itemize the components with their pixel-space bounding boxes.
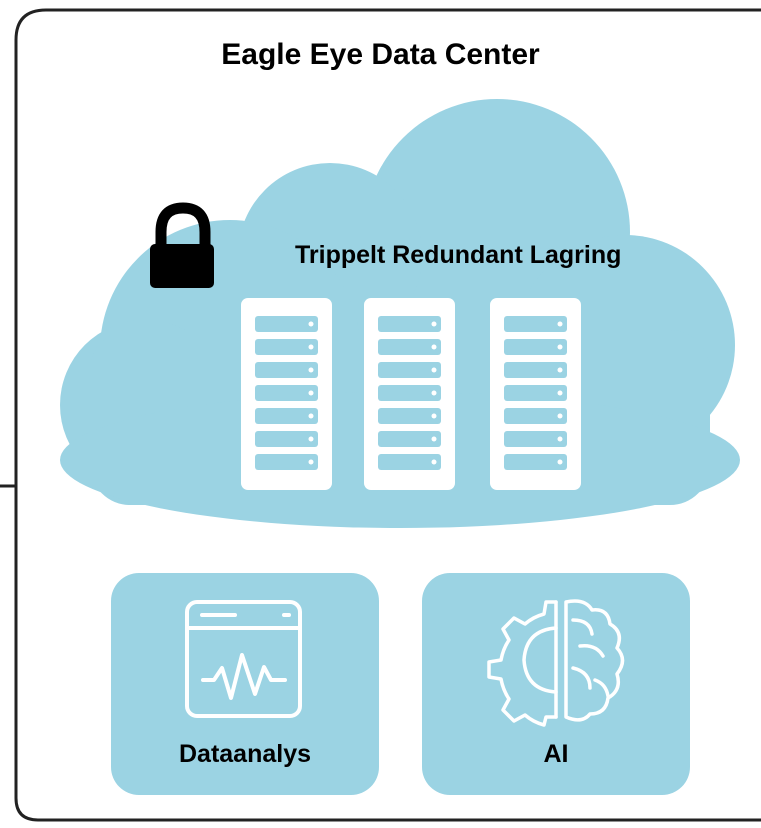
- server-led: [308, 390, 314, 396]
- server-slot: [255, 316, 318, 332]
- server-led: [431, 459, 437, 465]
- server-led: [431, 344, 437, 350]
- server-led: [431, 436, 437, 442]
- server-slot: [378, 316, 441, 332]
- tile-label-dataanalys: Dataanalys: [178, 740, 312, 768]
- server-led: [557, 459, 563, 465]
- server-led: [557, 436, 563, 442]
- server-slot: [378, 408, 441, 424]
- server-slot: [255, 339, 318, 355]
- server-led: [431, 321, 437, 327]
- server-slot: [378, 339, 441, 355]
- server-slot: [255, 454, 318, 470]
- server-led: [431, 390, 437, 396]
- server-led: [431, 413, 437, 419]
- server-led: [308, 367, 314, 373]
- lock-icon: [150, 202, 214, 288]
- server-slot: [255, 408, 318, 424]
- server-slot: [255, 385, 318, 401]
- server-slot: [378, 385, 441, 401]
- tile-label-ai: AI: [543, 740, 569, 768]
- server-slot: [255, 362, 318, 378]
- server-led: [557, 321, 563, 327]
- server-led: [308, 436, 314, 442]
- gear-brain-icon: [487, 599, 625, 727]
- server-rack-icon: [490, 298, 581, 490]
- cloud-label: Trippelt Redundant Lagring: [295, 241, 622, 269]
- server-led: [557, 390, 563, 396]
- server-slot: [504, 408, 567, 424]
- server-led: [557, 344, 563, 350]
- server-slot: [504, 316, 567, 332]
- server-led: [308, 459, 314, 465]
- server-slot: [504, 385, 567, 401]
- server-led: [557, 367, 563, 373]
- server-slot: [378, 431, 441, 447]
- tile-dataanalys: [111, 573, 379, 795]
- server-slot: [504, 362, 567, 378]
- analytics-window-icon: [185, 600, 302, 718]
- server-led: [308, 413, 314, 419]
- server-slot: [378, 454, 441, 470]
- server-slot: [504, 431, 567, 447]
- server-slot: [504, 339, 567, 355]
- server-rack-icon: [364, 298, 455, 490]
- container-border: [14, 8, 761, 822]
- server-led: [431, 367, 437, 373]
- server-slot: [255, 431, 318, 447]
- server-led: [308, 321, 314, 327]
- server-led: [557, 413, 563, 419]
- page-title: Eagle Eye Data Center: [221, 38, 540, 71]
- server-led: [308, 344, 314, 350]
- server-rack-icon: [241, 298, 332, 490]
- server-slot: [504, 454, 567, 470]
- server-slot: [378, 362, 441, 378]
